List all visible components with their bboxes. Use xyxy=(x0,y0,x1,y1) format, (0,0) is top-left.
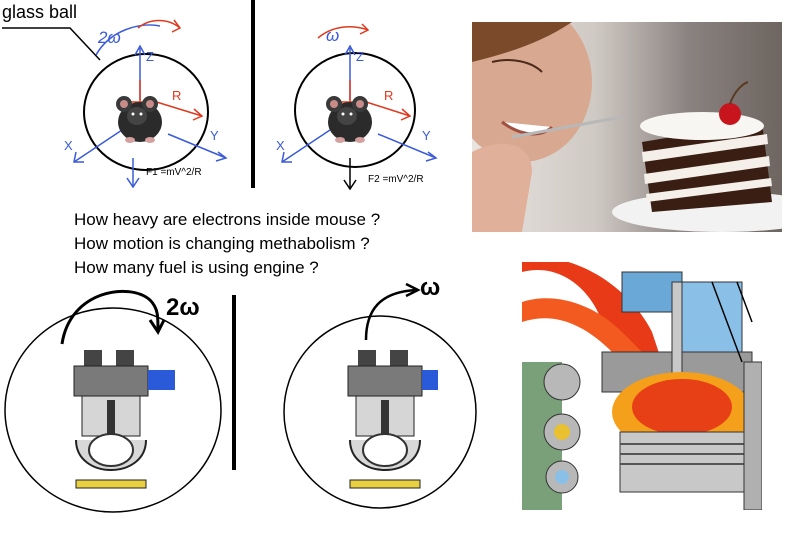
engine-cutaway-image xyxy=(522,262,762,510)
force-label-right: F2 =mV^2/R xyxy=(368,174,424,185)
x-axis-label-left: X xyxy=(64,138,73,153)
omega-left-label: 2ω xyxy=(98,28,121,47)
questions-block: How heavy are electrons inside mouse ? H… xyxy=(74,208,380,280)
question-line: How heavy are electrons inside mouse ? xyxy=(74,210,381,229)
engine-icon xyxy=(73,350,175,489)
force-label-left: F1 =mV^2/R xyxy=(146,167,202,178)
r-label-right: R xyxy=(384,88,394,103)
omega-engine-right-label: ω xyxy=(420,274,441,301)
z-axis-label-left: Z xyxy=(146,49,154,64)
y-axis-label-left: Y xyxy=(210,128,219,143)
omega-right-label: ω xyxy=(326,26,340,45)
r-label-left: R xyxy=(172,88,182,103)
omega-engine-left-label: 2ω xyxy=(166,294,200,321)
z-axis-label-right: Z xyxy=(356,49,364,64)
question-line: How many fuel is using engine ? xyxy=(74,258,319,277)
cake-photo-drawing xyxy=(472,22,782,232)
x-axis-label-right: X xyxy=(276,138,285,153)
y-axis-label-right: Y xyxy=(422,128,431,143)
engine-cutaway-drawing xyxy=(522,262,762,510)
glass-ball-label: glass ball xyxy=(2,2,78,22)
mouse-icon xyxy=(116,96,162,143)
engine-icon xyxy=(347,350,438,489)
mouse-icon xyxy=(326,96,372,143)
cake-photo xyxy=(472,22,782,232)
question-line: How motion is changing methabolism ? xyxy=(74,234,370,253)
